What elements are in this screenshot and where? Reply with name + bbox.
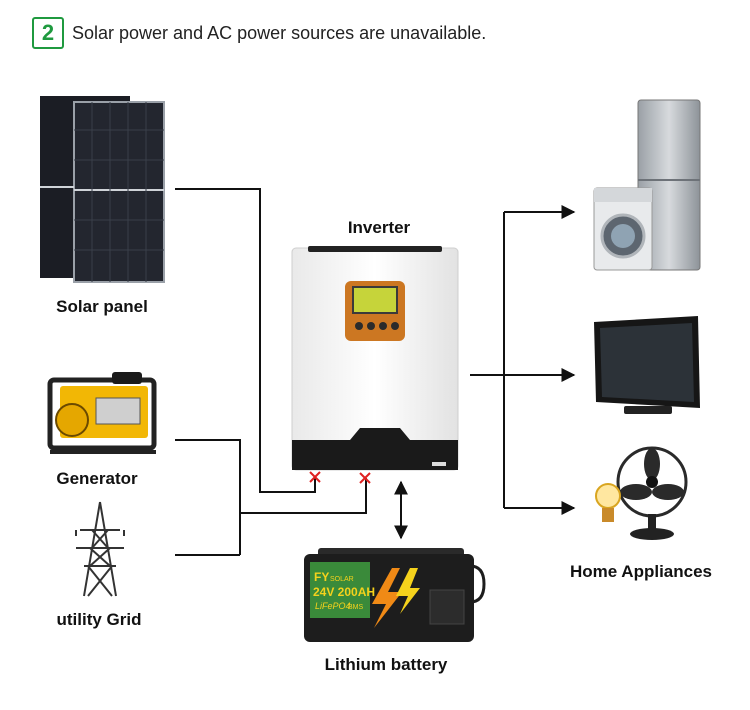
solar-input-line xyxy=(175,188,316,493)
utility-grid-label: utility Grid xyxy=(56,610,142,629)
solar-panel-label: Solar panel xyxy=(56,297,148,316)
lithium-battery-label: Lithium battery xyxy=(324,655,448,674)
fan-bulb-icon xyxy=(595,446,688,540)
fault-marks xyxy=(309,471,371,484)
generator-label: Generator xyxy=(56,469,138,488)
ac-input-line xyxy=(240,478,367,514)
generator-icon xyxy=(47,372,157,454)
battery-spec: 24V 200AH xyxy=(313,585,375,599)
step-number-badge: 2 xyxy=(32,17,64,49)
utility-grid-tower-icon xyxy=(75,501,125,597)
inverter-label: Inverter xyxy=(347,218,411,237)
ac-fault-x-icon xyxy=(359,472,371,484)
generator-line xyxy=(175,439,241,555)
battery-chemistry: LiFePO4 xyxy=(315,601,351,611)
battery-brand: FY xyxy=(314,570,329,584)
battery-bms: BMS xyxy=(348,604,364,611)
solar-fault-x-icon xyxy=(309,471,321,483)
fridge-washer-icon xyxy=(593,99,701,271)
solar-panel-icon xyxy=(40,96,165,283)
battery-brand-small: SOLAR xyxy=(330,576,354,583)
tv-icon xyxy=(594,316,700,414)
connections xyxy=(175,188,576,556)
step-description: Solar power and AC power sources are una… xyxy=(72,22,487,43)
home-appliances-label: Home Appliances xyxy=(569,562,713,581)
inverter-icon xyxy=(291,246,459,471)
step-header: 2 Solar power and AC power sources are u… xyxy=(32,16,486,50)
lithium-battery-icon: FY SOLAR 24V 200AH LiFePO4 BMS xyxy=(304,548,486,642)
